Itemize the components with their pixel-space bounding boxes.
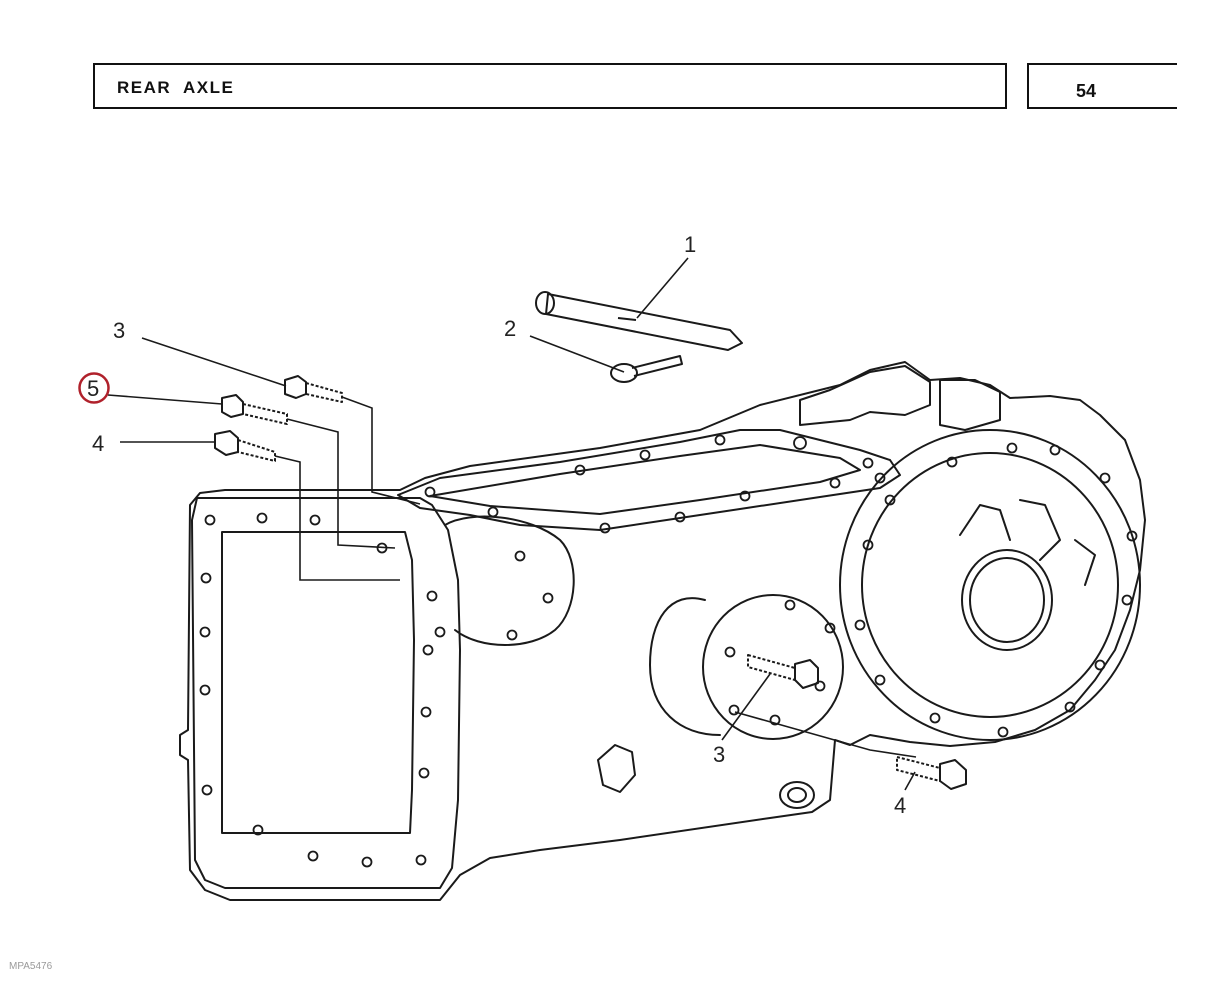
callout-5-highlight xyxy=(78,372,110,404)
callout-2: 2 xyxy=(504,316,516,341)
drain-plug xyxy=(779,781,815,809)
leader-lines xyxy=(107,257,917,791)
diagram-code: MPA5476 xyxy=(9,961,53,972)
leader-1 xyxy=(636,257,689,319)
side-cover-plate xyxy=(702,594,844,740)
callout-5: 5 xyxy=(87,376,99,401)
front-flange xyxy=(191,497,461,889)
callout-4-left: 4 xyxy=(92,431,104,456)
callout-1: 1 xyxy=(684,232,696,257)
axle-flange-outer xyxy=(839,429,1141,741)
top-opening xyxy=(397,429,901,531)
housing-bolt-holes xyxy=(199,434,1138,868)
part-3-bolt-right xyxy=(747,654,819,689)
part-4-bolt-left xyxy=(214,430,276,462)
leader-2 xyxy=(529,335,625,373)
drain-plug-inner xyxy=(787,787,807,803)
axle-bore xyxy=(961,549,1053,651)
part-1-pin xyxy=(535,291,743,351)
page-number-box: 54 xyxy=(1027,63,1177,109)
callout-4-right: 4 xyxy=(894,793,906,818)
top-rib xyxy=(799,365,931,426)
axle-housing xyxy=(179,361,1146,901)
leader-4-right xyxy=(734,711,917,791)
front-flange-inner xyxy=(221,531,415,834)
housing-outline xyxy=(179,361,1146,901)
part-3-bolt-left xyxy=(284,375,343,403)
leader-4-left xyxy=(120,441,400,581)
page-title: REAR AXLE xyxy=(117,78,235,97)
title-box: REAR AXLE xyxy=(93,63,1007,109)
leader-5 xyxy=(107,394,396,549)
page-number: 54 xyxy=(1076,81,1097,101)
top-opening-inner xyxy=(429,444,861,515)
leader-3-right xyxy=(721,673,771,741)
leader-3-left xyxy=(141,337,421,505)
callout-3-right: 3 xyxy=(713,742,725,767)
parts xyxy=(214,291,967,790)
callout-3-left: 3 xyxy=(113,318,125,343)
top-rib-2 xyxy=(939,379,1001,431)
small-bracket xyxy=(597,744,636,793)
part-4-bolt-right xyxy=(896,756,967,790)
internal-detail xyxy=(959,499,1096,586)
callout-labels: 1 2 3 5 4 3 4 xyxy=(87,232,906,818)
axle-flange-inner xyxy=(861,452,1119,718)
part-5-bolt xyxy=(221,394,288,425)
axle-bore-inner xyxy=(969,557,1045,643)
part-2-clip xyxy=(610,355,683,383)
side-cover-boss xyxy=(649,597,721,736)
side-boss xyxy=(444,515,575,646)
